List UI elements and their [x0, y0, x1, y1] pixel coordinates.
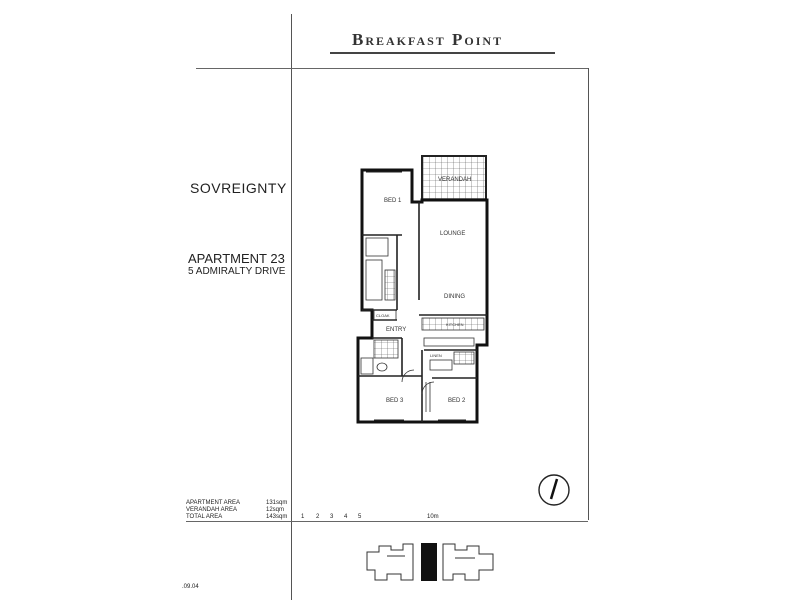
- project-name: SOVREIGNTY: [190, 180, 287, 196]
- cloak-entry-area: [373, 309, 435, 412]
- internal-walls: [358, 202, 487, 422]
- frame-right-line: [588, 68, 589, 520]
- floor-plan: VERANDAH BED 1 LOUNGE DINING CLOAK ENTRY…: [356, 155, 489, 424]
- room-label-bed3: BED 3: [386, 398, 404, 404]
- room-label-linen: LINEN: [430, 353, 442, 358]
- apartment-address: 5 ADMIRALTY DRIVE: [188, 266, 286, 277]
- room-label-bed2: BED 2: [448, 398, 466, 404]
- kitchen-fixtures: [421, 317, 485, 371]
- room-label-verandah: VERANDAH: [438, 177, 471, 183]
- apartment-number: APARTMENT 23: [188, 251, 285, 266]
- scale-tick: 4: [344, 514, 348, 520]
- scale-bar: 1 2 3 4 5 10m: [295, 514, 455, 524]
- room-label-lounge: LOUNGE: [440, 231, 465, 237]
- north-arrow-icon: [538, 474, 570, 506]
- room-label-cloak: CLOAK: [376, 313, 390, 318]
- ensuite-fixtures: [360, 237, 399, 375]
- windows: [366, 171, 466, 421]
- room-label-entry: ENTRY: [386, 327, 406, 333]
- key-plan: [366, 543, 494, 581]
- drawing-date: .09.04: [182, 584, 199, 590]
- frame-left-line: [291, 14, 292, 600]
- room-label-dining: DINING: [444, 294, 465, 300]
- scale-tick: 2: [316, 514, 320, 520]
- scale-end-label: 10m: [427, 514, 439, 520]
- title-underline: [330, 52, 555, 54]
- scale-tick: 1: [301, 514, 305, 520]
- room-label-bed1: BED 1: [384, 198, 402, 204]
- page-title: Breakfast Point: [352, 30, 504, 49]
- frame-top-rule: [196, 68, 588, 69]
- key-plan-highlight: [421, 543, 437, 581]
- room-label-kitchen: KITCHEN: [446, 322, 464, 327]
- scale-tick: 3: [330, 514, 334, 520]
- frame-bottom-rule: [186, 521, 588, 522]
- scale-tick: 5: [358, 514, 362, 520]
